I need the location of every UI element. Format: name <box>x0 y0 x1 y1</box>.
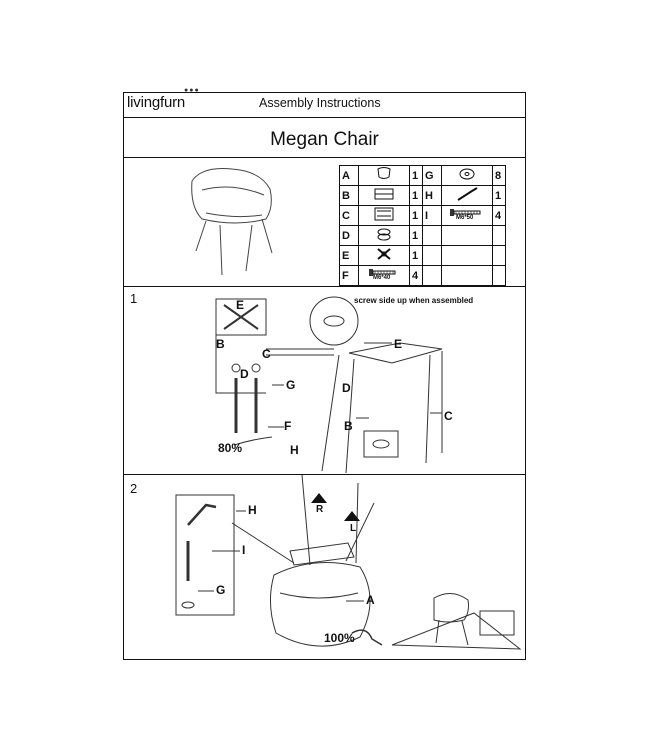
table-row: A 1 G 8 <box>339 165 506 186</box>
step1-number: 1 <box>130 291 138 306</box>
step2-number: 2 <box>130 481 138 496</box>
divider <box>124 157 525 158</box>
step1-percent: 80% <box>218 441 243 455</box>
assembly-sheet: livingfurn ●●● Assembly Instructions Meg… <box>123 87 526 660</box>
step2-percent: 100% <box>324 631 355 645</box>
label-a: A <box>366 593 375 607</box>
label-b: B <box>344 419 353 433</box>
label-r: R <box>316 504 324 515</box>
label-i: I <box>242 543 246 557</box>
label-d: D <box>240 367 249 381</box>
table-row: F M6*40 4 <box>339 265 506 286</box>
table-row: D 1 <box>339 225 506 246</box>
divider <box>124 117 525 118</box>
table-row: C 1 I M6*50 4 <box>339 205 506 226</box>
doc-title: Assembly Instructions <box>259 96 381 110</box>
label-l: L <box>350 523 357 534</box>
rotate-arrow-r-icon <box>311 493 327 503</box>
cross-plate-icon <box>358 245 410 266</box>
part-qty: 1 <box>492 185 506 206</box>
table-row: E 1 <box>339 245 506 266</box>
chair-seat-icon <box>358 165 410 186</box>
step1-drawing <box>215 296 443 474</box>
label-g: G <box>286 378 296 392</box>
label-g: G <box>216 583 226 597</box>
step2-drawing <box>175 474 522 650</box>
label-e: E <box>236 298 245 312</box>
label-f: F <box>284 419 292 433</box>
label-c: C <box>262 347 271 361</box>
table-row: B 1 H 1 <box>339 185 506 206</box>
bolt-size-label: M6*40 <box>373 275 391 281</box>
label-d: D <box>342 381 351 395</box>
divider <box>124 474 525 475</box>
label-h: H <box>248 503 257 517</box>
bolt-icon: M6*40 <box>358 265 410 286</box>
empty-cell <box>492 265 506 286</box>
parts-table: A 1 G 8 B 1 H 1 C 1 I M6*50 4 D <box>339 165 506 286</box>
product-title: Megan Chair <box>270 129 379 150</box>
part-qty: 4 <box>409 265 423 286</box>
label-h: H <box>290 443 299 457</box>
label-c: C <box>444 409 453 423</box>
bolt-size-label: M6*50 <box>456 215 474 221</box>
brand-logo: livingfurn <box>127 94 186 111</box>
divider <box>124 286 525 287</box>
line-drawings <box>175 168 522 650</box>
brand-dots-icon: ●●● <box>184 87 200 94</box>
bolt-icon: M6*50 <box>441 205 493 226</box>
step1-note: screw side up when assembled <box>354 296 474 305</box>
chair-overview-drawing <box>191 168 273 276</box>
rotate-arrow-l-icon <box>344 511 360 521</box>
label-e: E <box>394 337 403 351</box>
label-b: B <box>216 337 225 351</box>
